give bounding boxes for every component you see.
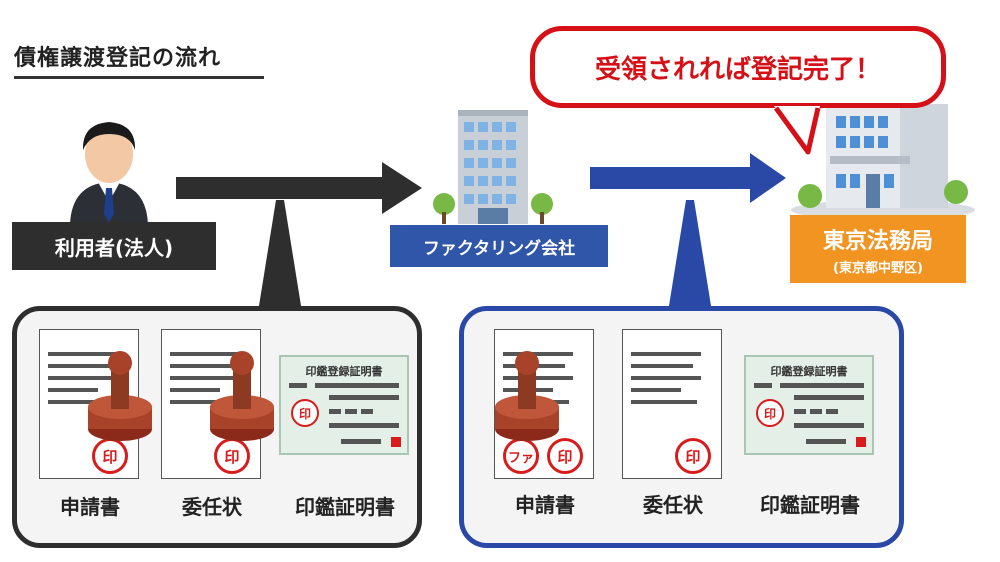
hanko-stamp-icon bbox=[495, 351, 559, 441]
speech-bubble-tail bbox=[773, 106, 821, 155]
page-title: 債権譲渡登記の流れ bbox=[14, 46, 222, 71]
seal-icon: 印 bbox=[547, 438, 583, 474]
doc-caption-power-of-attorney: 委任状 bbox=[643, 493, 703, 517]
seal-certificate-document: 印鑑登録証明書 印 bbox=[744, 355, 874, 455]
doc-caption-seal-certificate: 印鑑証明書 bbox=[295, 495, 395, 519]
arrow-to-factoring bbox=[176, 162, 422, 214]
user-documents-panel: 印 申請書 印 委任状 印鑑登録証明書 印 印鑑証明書 bbox=[12, 306, 422, 548]
legal-bureau-building-icon bbox=[791, 104, 975, 218]
right-panel-pointer bbox=[668, 200, 712, 312]
hanko-stamp-icon bbox=[210, 351, 274, 441]
doc-caption-power-of-attorney: 委任状 bbox=[182, 495, 242, 519]
seal-icon: 印 bbox=[291, 399, 319, 427]
certificate-title: 印鑑登録証明書 bbox=[305, 365, 383, 378]
businessperson-icon bbox=[70, 122, 148, 224]
user-label: 利用者(法人) bbox=[12, 222, 216, 270]
factoring-company-label: ファクタリング会社 bbox=[390, 225, 608, 267]
left-panel-pointer bbox=[258, 200, 302, 312]
factoring-building-icon bbox=[433, 110, 553, 224]
completion-speech-bubble: 受領されれば登記完了！ bbox=[530, 26, 946, 108]
legal-bureau-location: (東京都中野区) bbox=[833, 260, 923, 276]
seal-certificate-document: 印鑑登録証明書 印 bbox=[279, 355, 409, 455]
doc-caption-application: 申請書 bbox=[60, 495, 120, 519]
seal-icon: 印 bbox=[756, 399, 784, 427]
certificate-title: 印鑑登録証明書 bbox=[770, 365, 848, 378]
legal-bureau-name: 東京法務局 bbox=[822, 228, 933, 254]
seal-icon: 印 bbox=[214, 438, 250, 474]
power-of-attorney-document: 印 bbox=[622, 329, 722, 479]
seal-icon: 印 bbox=[675, 438, 711, 474]
seal-icon: 印 bbox=[92, 438, 128, 474]
factoring-seal-icon: ファ bbox=[503, 438, 539, 474]
doc-caption-application: 申請書 bbox=[515, 493, 575, 517]
hanko-stamp-icon bbox=[88, 351, 152, 441]
title-underline bbox=[14, 76, 264, 79]
arrow-to-bureau bbox=[590, 153, 786, 203]
factoring-documents-panel: ファ 印 申請書 印 委任状 印鑑登録証明書 印 印鑑証明書 bbox=[459, 306, 904, 548]
doc-caption-seal-certificate: 印鑑証明書 bbox=[760, 493, 860, 517]
legal-bureau-label: 東京法務局 (東京都中野区) bbox=[790, 215, 966, 283]
